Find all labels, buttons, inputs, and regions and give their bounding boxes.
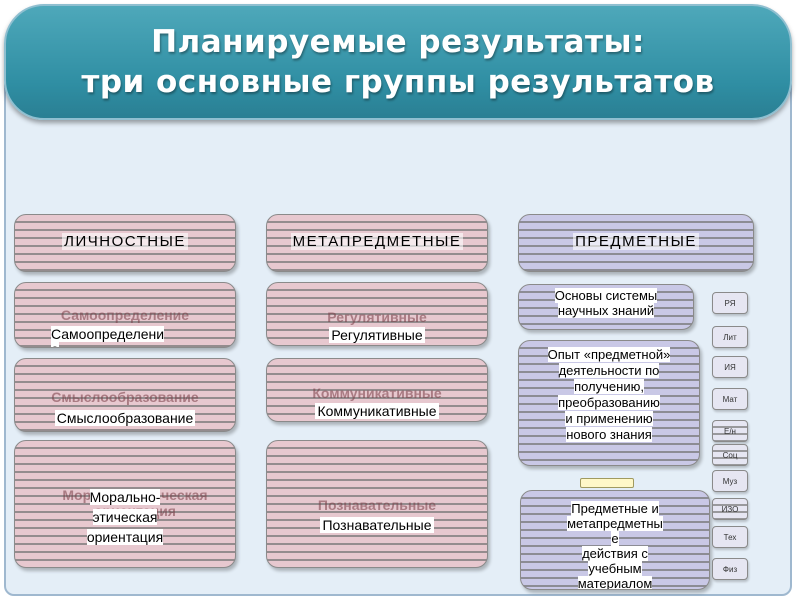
title-line-2: три основные группы результатов [81,64,715,100]
self-determination-label: Самоопределени е [51,326,165,347]
scientific-knowledge-box: Основы системы научных знаний [518,284,694,330]
tag-social: Соц [712,444,748,466]
tag-literature: Лит [712,326,748,348]
title-banner: Планируемые результаты: три основные гру… [4,4,792,120]
subject-header-box: ПРЕДМЕТНЫЕ [518,214,754,272]
meaning-formation-ghost-label: Смыслообразование [51,389,199,405]
meaning-formation-box: Смыслообразование Смыслообразование [14,358,236,432]
moral-ethical-label: Морально- этическая ориентация [86,489,164,545]
meaning-formation-label: Смыслообразование [54,410,196,426]
moral-ethical-box: Морально-этическая ориентация Морально- … [14,440,236,568]
subject-header: ПРЕДМЕТНЫЕ [573,233,699,250]
communicative-box: Коммуникативные Коммуникативные [266,358,488,422]
tag-foreign-language: ИЯ [712,356,748,378]
scientific-knowledge-label: Основы системы научных знаний [554,288,658,318]
tag-technology: Тех [712,526,748,548]
tag-russian: РЯ [712,292,748,314]
personal-header-box: ЛИЧНОСТНЫЕ [14,214,236,272]
connector-bar [580,478,634,488]
self-determination-box: Самоопределение Самоопределени е [14,282,236,348]
communicative-label: Коммуникативные [315,403,439,419]
tag-art: ИЗО [712,498,748,520]
tag-music: Муз [712,470,748,492]
cognitive-box: Познавательные Познавательные [266,440,488,568]
metasubject-header-box: МЕТАПРЕДМЕТНЫЕ [266,214,488,272]
subject-actions-box: Предметные и метапредметны е действия с … [520,490,710,590]
subject-experience-box: Опыт «предметной» деятельности по получе… [518,340,700,466]
subject-experience-label: Опыт «предметной» деятельности по получе… [547,347,671,442]
cognitive-label: Познавательные [320,517,434,533]
communicative-ghost-label: Коммуникативные [312,385,442,401]
cognitive-ghost-label: Познавательные [317,497,437,513]
metasubject-header: МЕТАПРЕДМЕТНЫЕ [290,233,464,250]
tag-natural-science: Е/н [712,420,748,442]
regulatory-box: Регулятивные Регулятивные [266,282,488,346]
tag-physical-ed: Физ [712,558,748,580]
regulatory-label: Регулятивные [329,327,425,343]
title-line-1: Планируемые результаты: [151,24,645,60]
subject-actions-label: Предметные и метапредметны е действия с … [567,501,663,590]
self-determination-ghost-label: Самоопределение [60,307,190,323]
regulatory-ghost-label: Регулятивные [327,309,427,325]
personal-header: ЛИЧНОСТНЫЕ [62,233,188,250]
tag-math: Мат [712,388,748,410]
